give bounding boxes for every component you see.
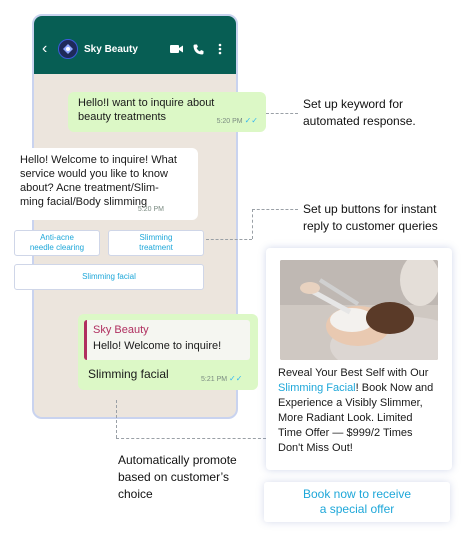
quick-reply-label: Slimming xyxy=(139,233,173,242)
message-text: beauty treatments xyxy=(78,111,167,123)
message-time: 5:21 PM xyxy=(201,376,228,383)
double-check-icon: ✓✓ xyxy=(229,374,243,383)
callout-text: Set up buttons for instant xyxy=(303,202,437,216)
connector-line xyxy=(116,400,117,438)
promo-image xyxy=(280,260,438,360)
quick-reply-slimming-treatment[interactable]: Slimming treatment xyxy=(108,230,204,256)
quick-reply-label: Slimming facial xyxy=(82,272,136,281)
callout-keyword: Set up keyword for automated response. xyxy=(303,96,416,130)
promo-text-line: ! Book Now and xyxy=(355,382,434,394)
message-text: Hello! Welcome to inquire! What xyxy=(20,154,177,166)
message-text: service would you like to know xyxy=(20,168,168,180)
incoming-message[interactable]: Hello! Welcome to inquire! What service … xyxy=(12,148,198,220)
callout-text: Set up keyword for xyxy=(303,97,404,111)
connector-line xyxy=(116,438,266,439)
phone-icon[interactable] xyxy=(190,41,206,57)
chat-header: ‹ Sky Beauty xyxy=(34,16,236,74)
promo-highlight[interactable]: Slimming Facial xyxy=(278,382,356,394)
message-time: 5:20 PM xyxy=(216,118,243,125)
connector-line xyxy=(252,209,253,239)
quick-reply-anti-acne[interactable]: Anti-acne needle clearing xyxy=(14,230,100,256)
back-arrow-icon[interactable]: ‹ xyxy=(42,40,48,57)
message-text: about? Acne treatment/Slim- xyxy=(20,182,159,194)
quick-reply-slimming-facial[interactable]: Slimming facial xyxy=(14,264,204,290)
quick-reply-label: Anti-acne xyxy=(40,233,74,242)
quoted-sender: Sky Beauty xyxy=(93,324,149,336)
connector-line xyxy=(252,209,298,210)
callout-text: reply to customer queries xyxy=(303,219,438,233)
book-now-button[interactable]: Book now to receive a special offer xyxy=(264,482,450,522)
connector-line xyxy=(266,113,298,114)
outgoing-message[interactable]: Hello!I want to inquire about beauty tre… xyxy=(68,92,266,132)
promo-text-line: Experience a Visibly Slimmer, xyxy=(278,397,423,409)
quoted-message[interactable]: Sky Beauty Hello! Welcome to inquire! xyxy=(84,320,250,360)
promo-text-line: More Radiant Look. Limited xyxy=(278,412,413,424)
callout-text: choice xyxy=(118,487,153,501)
promo-text-line: Don't Miss Out! xyxy=(278,442,353,454)
cta-label: a special offer xyxy=(319,502,395,516)
promo-description: Reveal Your Best Self with Our Slimming … xyxy=(278,366,446,456)
quoted-text: Hello! Welcome to inquire! xyxy=(93,340,222,352)
double-check-icon: ✓✓ xyxy=(244,116,258,125)
callout-text: based on customer’s xyxy=(118,470,229,484)
promo-text-line: Time Offer — $999/2 Times xyxy=(278,427,413,439)
promo-card[interactable]: Reveal Your Best Self with Our Slimming … xyxy=(266,248,452,470)
video-camera-icon[interactable] xyxy=(168,41,184,57)
callout-text: Automatically promote xyxy=(118,453,237,467)
contact-name[interactable]: Sky Beauty xyxy=(84,43,138,55)
connector-line xyxy=(206,239,252,240)
message-time: 5:20 PM xyxy=(137,206,164,213)
message-text: Slimming facial xyxy=(88,367,169,381)
message-text: Hello!I want to inquire about xyxy=(78,97,215,109)
callout-promote: Automatically promote based on customer’… xyxy=(118,452,237,503)
more-vertical-icon[interactable] xyxy=(212,41,228,57)
quick-reply-label: needle clearing xyxy=(29,243,85,252)
cta-label: Book now to receive xyxy=(302,487,412,501)
promo-text-line: Reveal Your Best Self with Our xyxy=(278,367,429,379)
callout-text: automated response. xyxy=(303,114,416,128)
callout-buttons: Set up buttons for instant reply to cust… xyxy=(303,201,438,235)
quick-reply-label: treatment xyxy=(139,243,173,252)
avatar[interactable] xyxy=(58,39,78,59)
message-text: ming facial/Body slimming xyxy=(20,196,148,208)
